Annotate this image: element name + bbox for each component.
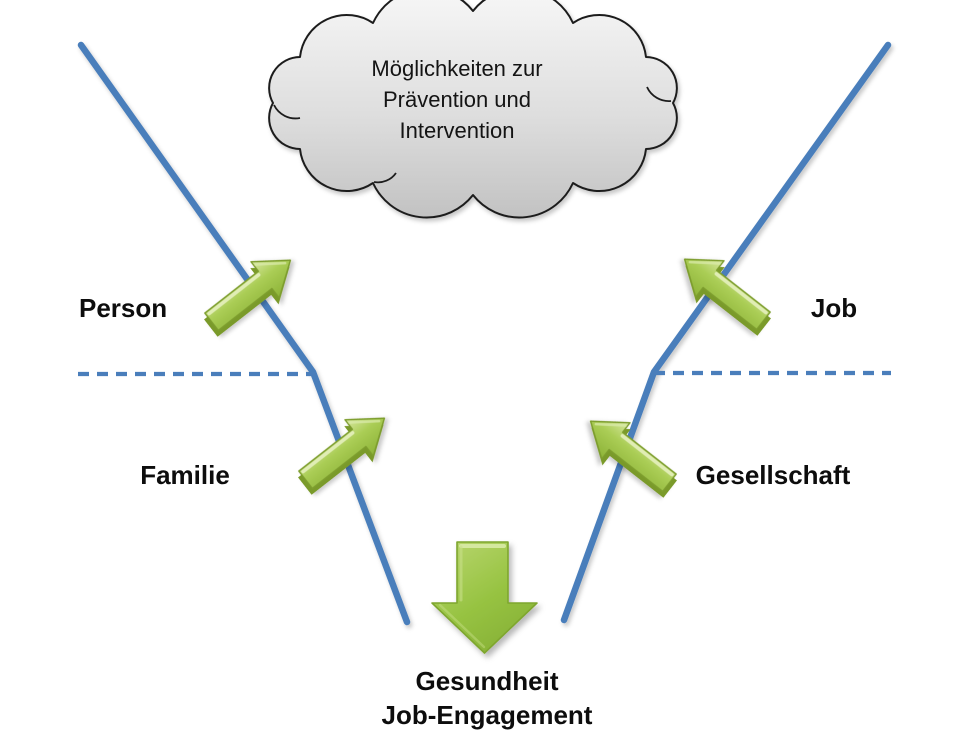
cloud-title: Möglichkeiten zur Prävention und Interve… <box>371 56 543 143</box>
up-left-arrow-icon <box>571 401 689 509</box>
cloud-icon <box>268 0 678 219</box>
label-job-engagement: Job-Engagement <box>381 700 593 730</box>
label-gesundheit: Gesundheit <box>415 666 559 696</box>
up-right-arrow-icon <box>192 240 310 348</box>
cloud-inner-arc-right <box>646 86 672 102</box>
cloud-inner-arc-left <box>273 104 301 120</box>
label-gesellschaft: Gesellschaft <box>695 460 851 490</box>
cloud-inner-arc-bottom <box>373 172 397 184</box>
up-right-arrow-icon <box>286 398 404 506</box>
label-familie: Familie <box>140 460 230 490</box>
down-arrow-icon <box>431 541 538 654</box>
cloud-shape <box>268 0 678 219</box>
label-person: Person <box>79 293 168 323</box>
label-job: Job <box>810 293 858 323</box>
